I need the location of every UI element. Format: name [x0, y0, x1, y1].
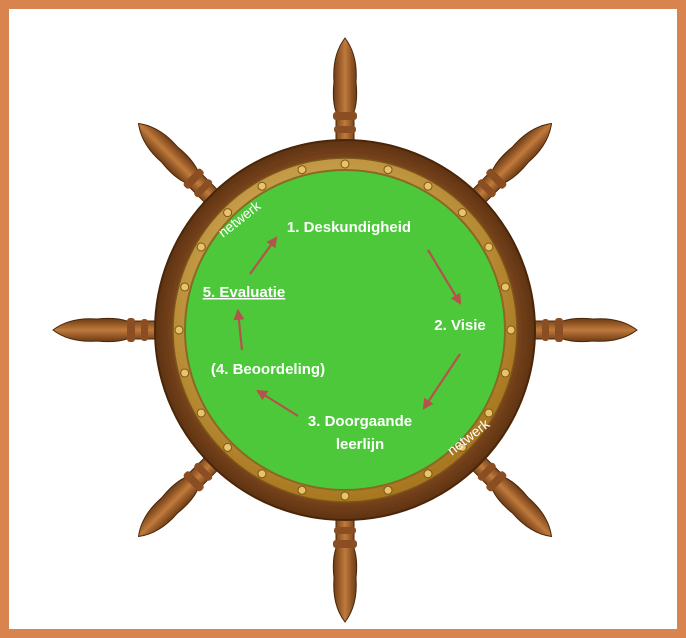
step-2-label: 2. Visie [434, 317, 485, 334]
step-3-label-line2: leerlijn [336, 436, 384, 453]
handle-right [530, 318, 637, 342]
rivet [384, 166, 392, 174]
rivet [341, 160, 349, 168]
rivet [181, 283, 189, 291]
handle-bottom-right [467, 452, 560, 545]
rivet [298, 166, 306, 174]
rivet [181, 369, 189, 377]
handle-left [53, 318, 160, 342]
rivet [258, 470, 266, 478]
step-4-label: (4. Beoordeling) [211, 361, 325, 378]
rivet [258, 182, 266, 190]
rivet [175, 326, 183, 334]
handle-top [333, 38, 357, 145]
handle-bottom-left [130, 452, 223, 545]
rivet [424, 470, 432, 478]
handle-top-right [467, 115, 560, 208]
rivet [485, 409, 493, 417]
rivet [197, 243, 205, 251]
handle-bottom [333, 515, 357, 622]
rivet [384, 486, 392, 494]
rivet [341, 492, 349, 500]
step-1-label: 1. Deskundigheid [287, 219, 411, 236]
rivet [424, 182, 432, 190]
rivet [298, 486, 306, 494]
rivet [197, 409, 205, 417]
handle-top-left [130, 115, 223, 208]
rivet [501, 283, 509, 291]
rivet [224, 443, 232, 451]
rivet [458, 209, 466, 217]
rivet [507, 326, 515, 334]
step-5-label: 5. Evaluatie [203, 284, 286, 301]
rivet [485, 243, 493, 251]
step-3-label-line1: 3. Doorgaande [308, 413, 412, 430]
rivet [501, 369, 509, 377]
